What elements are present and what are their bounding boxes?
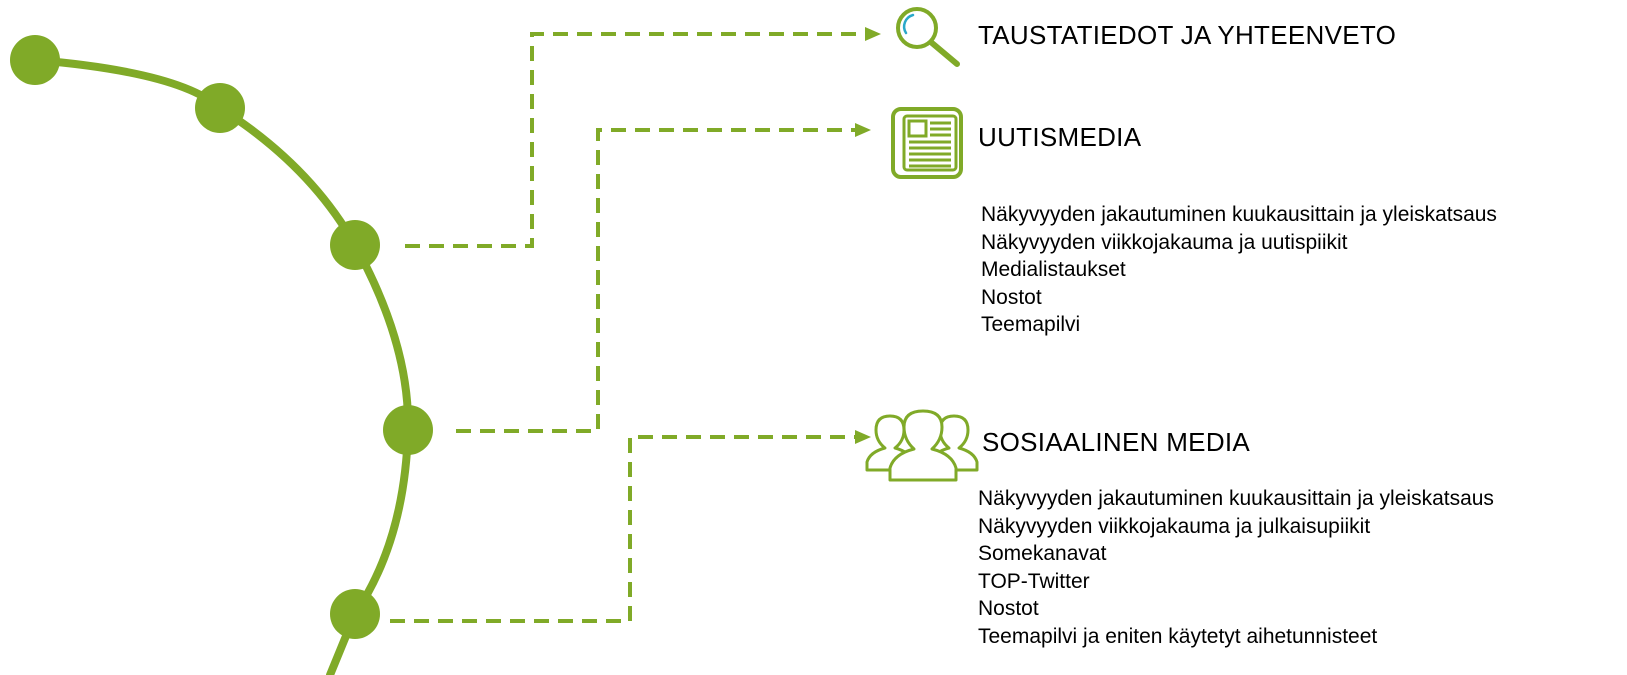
list-item: Näkyvyyden viikkojakauma ja julkaisupiik…	[978, 514, 1371, 538]
connector-sosiaalinen-media	[390, 435, 855, 623]
section-title-sosiaalinen-media: SOSIAALINEN MEDIA	[982, 427, 1251, 457]
list-item: Näkyvyyden jakautuminen kuukausittain ja…	[978, 487, 1494, 510]
list-item: Nostot	[981, 285, 1042, 309]
people-icon	[865, 409, 979, 482]
uutismedia-item-list: Näkyvyyden jakautuminen kuukausittain ja…	[981, 201, 1497, 339]
timeline-arc	[31, 56, 413, 675]
sosiaalinen-media-item-list: Näkyvyyden jakautuminen kuukausittain ja…	[978, 485, 1494, 651]
list-item: Teemapilvi	[981, 313, 1081, 337]
arrowhead-sosiaalinen-media	[855, 430, 871, 444]
timeline-node-5	[330, 589, 380, 639]
list-item: Näkyvyyden jakautuminen kuukausittain ja…	[981, 203, 1497, 226]
list-item: Nostot	[978, 597, 1039, 621]
section-title-uutismedia: UUTISMEDIA	[978, 122, 1142, 152]
timeline-node-4	[383, 405, 433, 455]
list-item: Medialistaukset	[981, 258, 1126, 282]
list-item: Somekanavat	[978, 542, 1107, 566]
arrowhead-uutismedia	[855, 123, 871, 137]
newspaper-icon	[891, 107, 963, 179]
connector-uutismedia	[456, 128, 855, 433]
timeline-node-3	[330, 220, 380, 270]
connector-taustatiedot	[405, 32, 865, 248]
timeline-node-2	[195, 83, 245, 133]
section-title-taustatiedot: TAUSTATIEDOT JA YHTEENVETO	[978, 20, 1397, 50]
list-item: TOP-Twitter	[978, 569, 1090, 593]
list-item: Näkyvyyden viikkojakauma ja uutispiikit	[981, 230, 1348, 254]
magnifier-icon	[896, 7, 960, 67]
arrowhead-taustatiedot	[865, 27, 881, 41]
timeline-node-1	[10, 35, 60, 85]
list-item: Teemapilvi ja eniten käytetyt aihetunnis…	[978, 624, 1378, 648]
